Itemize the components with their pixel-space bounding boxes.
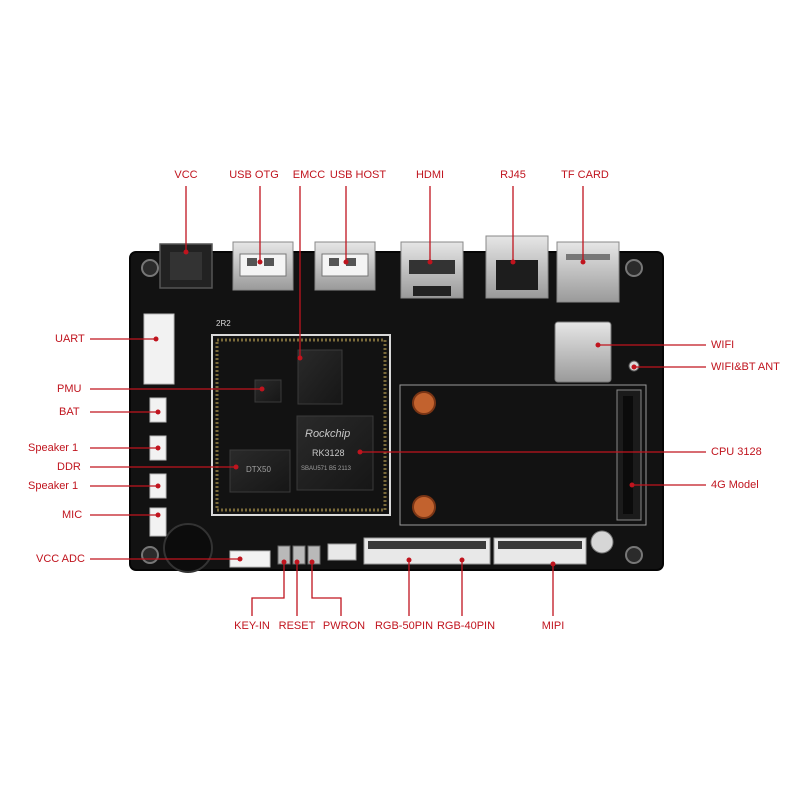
label-mic: MIC — [62, 509, 83, 521]
mount-hole — [625, 259, 643, 277]
reset-button — [292, 545, 306, 565]
label-vcc-adc: VCC ADC — [36, 553, 85, 565]
core-module-outline — [211, 334, 391, 516]
mount-hole — [141, 259, 159, 277]
label-rgb-50pin: RGB-50PIN — [374, 620, 434, 632]
label-pwron: PWRON — [322, 620, 366, 632]
uart-connector — [143, 313, 175, 385]
pmu-chip — [254, 379, 282, 403]
pwron-button — [307, 545, 321, 565]
buzzer — [163, 523, 213, 573]
mic-connector — [149, 507, 167, 537]
standoff — [412, 391, 436, 415]
chip-part: RK3128 — [312, 448, 345, 458]
label-uart: UART — [55, 333, 85, 345]
label-usb-host: USB HOST — [329, 169, 387, 181]
label-ddr: DDR — [57, 461, 81, 473]
label-bat: BAT — [59, 406, 80, 418]
ddr-chip — [229, 449, 291, 493]
label-cpu: CPU 3128 — [711, 446, 762, 458]
label-key-in: KEY-IN — [234, 620, 270, 632]
chip-brand: Rockchip — [305, 428, 350, 440]
leader-dots — [153, 249, 637, 567]
label-speaker-1b: Speaker 1 — [28, 480, 79, 492]
label-pmu: PMU — [57, 383, 82, 395]
mount-hole — [625, 546, 643, 564]
mount-hole — [141, 546, 159, 564]
tf-card-slot — [556, 241, 620, 303]
emmc-chip — [297, 349, 343, 405]
label-4g-model: 4G Model — [711, 479, 759, 491]
ddr-text: DTX50 — [246, 465, 271, 474]
leader-lines — [90, 186, 706, 616]
label-hdmi: HDMI — [415, 169, 445, 181]
silk-2r2: 2R2 — [216, 319, 231, 328]
fpc-small — [327, 543, 357, 561]
label-vcc: VCC — [174, 169, 198, 181]
label-wifi: WIFI — [711, 339, 735, 351]
coin-cell — [590, 530, 614, 554]
label-emmc: EMCC — [292, 169, 326, 181]
label-reset: RESET — [278, 620, 316, 632]
standoff — [412, 495, 436, 519]
core-module-pads — [215, 338, 387, 512]
label-rj45: RJ45 — [500, 169, 526, 181]
4g-area-outline — [399, 384, 647, 526]
label-tf-card: TF CARD — [561, 169, 609, 181]
wifi-module — [554, 321, 612, 383]
label-speaker-1a: Speaker 1 — [28, 442, 79, 454]
label-wifi-bt-ant: WIFI&BT ANT — [711, 361, 780, 373]
label-mipi: MIPI — [541, 620, 565, 632]
label-usb-otg: USB OTG — [229, 169, 279, 181]
chip-code: SBAU571 B5 2113 — [301, 466, 352, 472]
label-rgb-40pin: RGB-40PIN — [436, 620, 496, 632]
